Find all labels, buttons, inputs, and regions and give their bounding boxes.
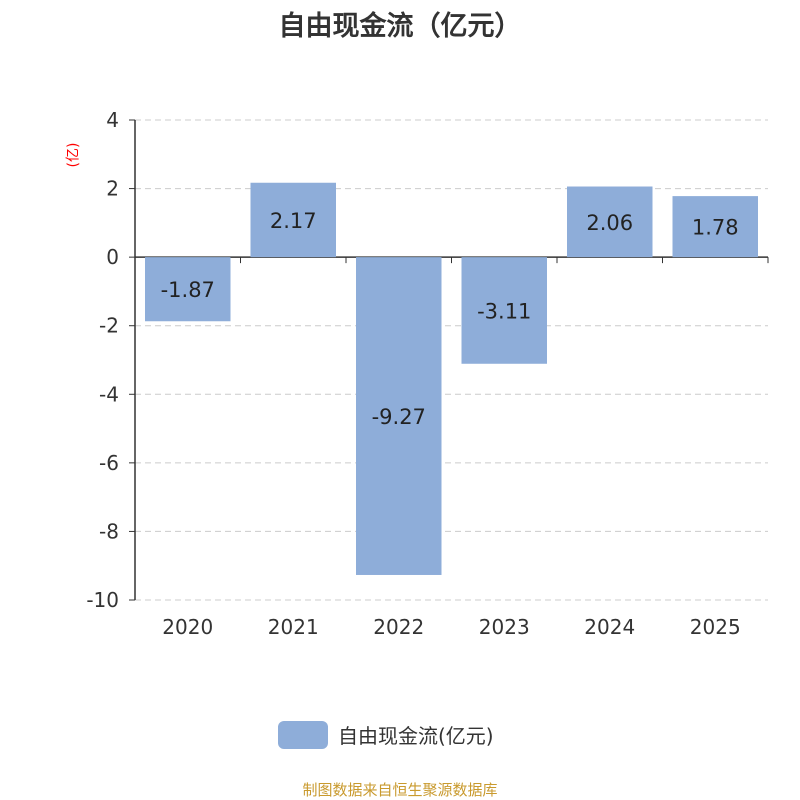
- x-tick-label: 2025: [690, 615, 741, 639]
- bar: [461, 257, 547, 364]
- legend-swatch: [278, 720, 328, 749]
- y-tick-label: 4: [106, 108, 119, 132]
- bar: [250, 182, 336, 258]
- bar: [567, 186, 653, 258]
- data-label: 2.17: [270, 209, 317, 233]
- data-label: -3.11: [477, 299, 531, 323]
- x-tick-label: 2024: [584, 615, 635, 639]
- footer-source: 制图数据来自恒生聚源数据库: [302, 781, 498, 799]
- y-tick-label: -4: [99, 382, 119, 406]
- x-tick-label: 2022: [373, 615, 424, 639]
- y-tick-label: 0: [106, 245, 119, 269]
- data-label: 2.06: [586, 211, 633, 235]
- y-tick-label: 2: [106, 177, 119, 201]
- bar: [145, 257, 231, 322]
- data-label: -1.87: [161, 278, 215, 302]
- x-tick-label: 2020: [162, 615, 213, 639]
- data-label: 1.78: [692, 216, 739, 240]
- y-tick-label: -10: [86, 588, 119, 612]
- bar: [672, 196, 758, 258]
- legend[interactable]: 自由现金流(亿元): [278, 720, 494, 749]
- chart-title: 自由现金流（亿元）: [278, 11, 522, 42]
- x-tick-label: 2023: [479, 615, 530, 639]
- x-tick-label: 2021: [268, 615, 319, 639]
- y-tick-label: -6: [99, 451, 119, 475]
- bar: [356, 257, 442, 575]
- y-tick-label: -2: [99, 314, 119, 338]
- legend-label: 自由现金流(亿元): [338, 724, 494, 748]
- data-label: -9.27: [372, 405, 426, 429]
- y-tick-label: -8: [99, 519, 119, 543]
